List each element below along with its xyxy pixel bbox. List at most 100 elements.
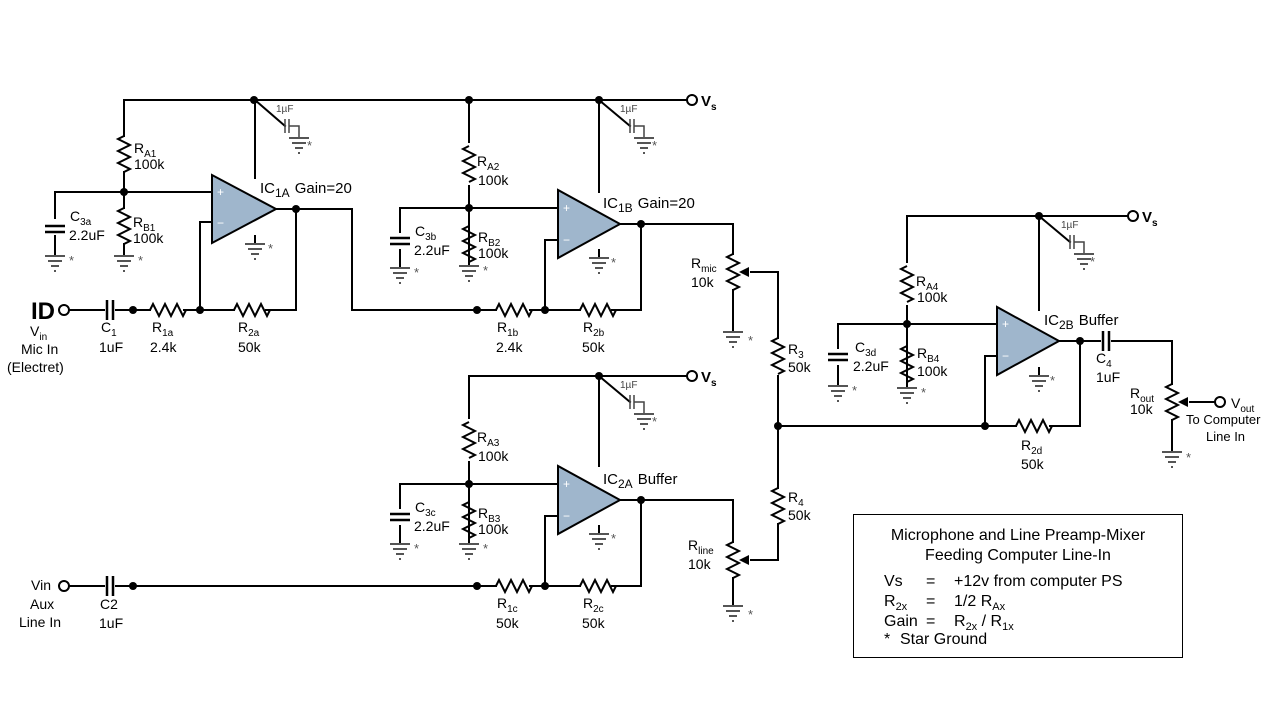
microphone-icon: ID (31, 298, 55, 325)
junction-dots (120, 96, 1084, 590)
resistor-r1c (495, 577, 533, 595)
value-ra1: 100k (134, 156, 165, 172)
resistor-ra1 (115, 135, 133, 173)
svg-text:*: * (1090, 254, 1095, 269)
value-rb4: 100k (917, 363, 948, 379)
value-c4: 1uF (1096, 369, 1120, 385)
resistor-rb3 (460, 501, 478, 539)
capacitor-c3b (390, 236, 410, 246)
resistor-r4 (769, 487, 787, 525)
label-c3c: C3c (415, 499, 436, 519)
component-labels: RA1 100k RB1 100k C3a 2.2uF C1 1uF R1a 2… (69, 140, 1154, 631)
value-rb1: 100k (133, 230, 164, 246)
vs-terminal-2 (686, 370, 698, 382)
value-ra2: 100k (478, 172, 509, 188)
label-c3b: C3b (415, 223, 437, 243)
potentiometer-wipers (739, 267, 1188, 565)
mic-input-line3: (Electret) (7, 359, 64, 375)
svg-text:*: * (1050, 373, 1055, 388)
opamp-ic1a-symbol: + − (211, 173, 279, 245)
value-r2a: 50k (238, 339, 262, 355)
label-rb2: RB2 (478, 229, 501, 249)
label-c2: C2 (100, 596, 118, 612)
bypass-capacitor-labels: 1µF 1µF 1µF 1µF (276, 104, 1078, 391)
legend-star-value: Star Ground (900, 631, 988, 648)
legend-eq: = (926, 573, 936, 590)
value-r1a: 2.4k (150, 339, 177, 355)
svg-text:+: + (217, 185, 224, 199)
aux-input-line3: Line In (19, 614, 61, 630)
svg-text:ID: ID (31, 298, 55, 325)
value-c1: 1uF (99, 339, 123, 355)
capacitor-c3d (828, 352, 848, 362)
capacitors (45, 119, 1111, 596)
svg-text:1µF: 1µF (1061, 220, 1078, 231)
resistor-ra2 (460, 145, 478, 183)
label-ra3: RA3 (477, 429, 500, 449)
value-rb2: 100k (478, 245, 509, 261)
vs-label: Vs (1142, 209, 1158, 229)
label-rb1: RB1 (133, 214, 156, 234)
value-c3d: 2.2uF (853, 358, 889, 374)
resistor-r3 (769, 337, 787, 375)
resistor-r2b (579, 301, 617, 319)
legend-vs-key: Vs (884, 573, 903, 590)
svg-text:1µF: 1µF (276, 104, 293, 115)
label-rline: Rline (688, 537, 714, 557)
vs-label: Vs (701, 369, 717, 389)
bypass-capacitor-ic1b (629, 119, 645, 138)
label-r4: R4 (788, 489, 804, 509)
svg-text:−: − (217, 216, 224, 230)
resistor-rb4 (898, 345, 916, 383)
svg-text:1µF: 1µF (620, 380, 637, 391)
svg-text:*: * (611, 531, 616, 546)
opamp-ic2b-symbol: + − (996, 305, 1062, 377)
label-rmic: Rmic (691, 255, 717, 275)
resistor-ra3 (460, 421, 478, 459)
wiper-arrow-rline (739, 555, 749, 565)
svg-text:1µF: 1µF (620, 104, 637, 115)
opamp-ic2a-symbol: + − (557, 464, 623, 536)
legend-eq: = (926, 593, 936, 610)
value-c2: 1uF (99, 615, 123, 631)
svg-text:*: * (414, 541, 419, 556)
value-r2b: 50k (582, 339, 606, 355)
vout-terminal (1214, 396, 1226, 408)
resistor-rb2 (460, 225, 478, 263)
svg-text:*: * (307, 138, 312, 153)
legend-row-star: * Star Ground (884, 631, 987, 649)
label-c1: C1 (101, 319, 117, 339)
label-c3d: C3d (855, 339, 876, 359)
grounds (45, 137, 1182, 622)
value-ra3: 100k (478, 448, 509, 464)
legend-r2x-value: 1/2 RAx (954, 593, 1006, 614)
svg-text:−: − (563, 509, 570, 523)
bypass-capacitor-ic2a (629, 395, 645, 414)
mic-in-terminal (58, 304, 70, 316)
resistor-r2a (233, 301, 271, 319)
capacitor-c1 (105, 300, 115, 320)
star-ground-marks: * * * * * * * * * * * * * * * * * * * (69, 138, 1191, 622)
aux-in-terminal (58, 580, 70, 592)
label-r1a: R1a (152, 319, 174, 339)
terminals (58, 94, 1226, 592)
svg-text:*: * (268, 241, 273, 256)
capacitor-c2 (105, 576, 115, 596)
resistor-r1a (149, 301, 187, 319)
value-c3a: 2.2uF (69, 227, 105, 243)
value-rout: 10k (1130, 401, 1154, 417)
opamp-ic1b-symbol: + − (557, 188, 623, 260)
svg-text:+: + (1002, 317, 1009, 331)
label-r2d: R2d (1021, 437, 1042, 457)
resistor-r2d (1015, 417, 1053, 435)
legend-title-line2: Feeding Computer Line-In (925, 547, 1111, 564)
value-r1b: 2.4k (496, 339, 523, 355)
label-ra1: RA1 (134, 140, 157, 160)
legend-row-r2x: R2x = 1/2 RAx (884, 593, 1005, 613)
mic-input-label: Vin (30, 323, 47, 343)
svg-text:*: * (652, 414, 657, 429)
svg-text:*: * (652, 138, 657, 153)
label-ra4: RA4 (916, 273, 939, 293)
